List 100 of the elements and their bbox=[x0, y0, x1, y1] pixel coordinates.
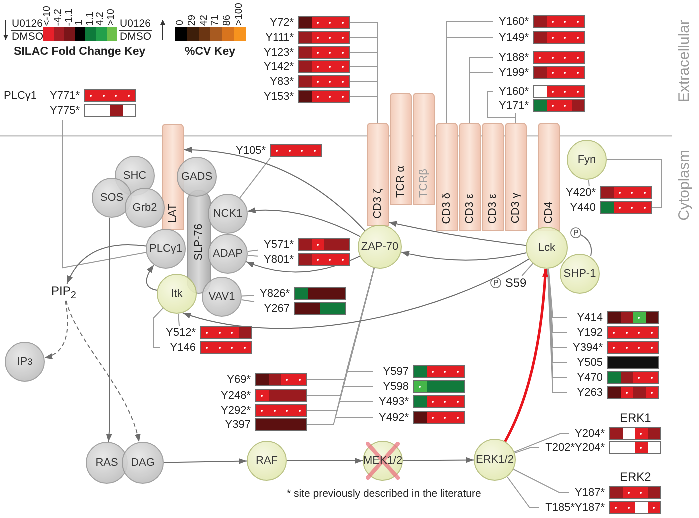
legend-label: 1.1 bbox=[84, 12, 96, 26]
protein-circle: ADAP bbox=[208, 234, 248, 274]
leader-line bbox=[514, 434, 570, 453]
site-label: Y826* bbox=[259, 287, 290, 301]
site-label: Y440 bbox=[569, 201, 596, 215]
site-label: Y123* bbox=[263, 46, 294, 60]
protein-label: ERK1 bbox=[620, 411, 652, 425]
protein-circle: ZAP-70 bbox=[358, 225, 402, 269]
protein-circle: Grb2 bbox=[125, 188, 165, 228]
site-label: Y267 bbox=[263, 302, 290, 316]
site-label: S59 bbox=[503, 276, 529, 290]
site-label: Y420* bbox=[565, 186, 596, 200]
dashed-arrow bbox=[44, 300, 68, 359]
leader-line bbox=[506, 476, 540, 508]
leader-line bbox=[548, 268, 568, 318]
protein-label: MEK1/2 bbox=[363, 455, 403, 467]
leader-line bbox=[241, 300, 255, 302]
site-label: Y105* bbox=[235, 144, 266, 158]
protein-circle: GADS bbox=[177, 157, 217, 197]
site-label: Y248* bbox=[220, 389, 251, 403]
arrow bbox=[504, 268, 548, 442]
key-title: %CV Key bbox=[185, 46, 236, 58]
site-label: Y160* bbox=[498, 15, 529, 29]
legend-label: >100 bbox=[234, 3, 246, 26]
arrow bbox=[146, 264, 158, 291]
site-label: Y775* bbox=[49, 104, 80, 118]
leader-line bbox=[62, 120, 147, 269]
site-label: Y394* bbox=[572, 341, 603, 355]
arrow bbox=[184, 147, 366, 232]
site-label: T202*Y204* bbox=[544, 441, 605, 455]
site-label: Y492* bbox=[378, 411, 409, 425]
leader-line bbox=[513, 469, 570, 494]
arrow bbox=[247, 208, 361, 238]
protein-circle: Fyn bbox=[567, 140, 607, 180]
leader-line bbox=[470, 72, 494, 124]
arrow bbox=[66, 244, 147, 284]
site-label: Y171* bbox=[498, 99, 529, 113]
protein-circle: DAG bbox=[122, 442, 164, 484]
site-label: Y146 bbox=[169, 341, 196, 355]
site-label: Y187* bbox=[574, 486, 605, 500]
ratio-label: DMSO bbox=[11, 31, 44, 43]
site-label: Y571* bbox=[263, 238, 294, 252]
protein-circle: NCK1 bbox=[208, 194, 248, 234]
protein-circle: SHP-1 bbox=[560, 254, 600, 294]
protein-label: ERK2 bbox=[620, 470, 652, 484]
leader-line bbox=[446, 38, 494, 124]
ratio-label: DMSO bbox=[119, 31, 152, 43]
site-label: Y263 bbox=[576, 386, 603, 400]
site-label: Y72* bbox=[269, 16, 294, 30]
leader-line bbox=[240, 158, 272, 199]
site-label: Y505 bbox=[576, 356, 603, 370]
membrane-protein: CD3 ε bbox=[459, 123, 481, 231]
site-label: Y771* bbox=[49, 89, 80, 103]
legend-label: 86 bbox=[222, 14, 234, 26]
site-label: Y204* bbox=[574, 427, 605, 441]
key-title: SILAC Fold Change Key bbox=[14, 46, 146, 58]
legend-label: 1 bbox=[74, 20, 86, 26]
site-label: T185*Y187* bbox=[544, 501, 605, 515]
arrow bbox=[106, 217, 112, 443]
site-label: Y414 bbox=[576, 311, 603, 325]
site-label: Y292* bbox=[220, 404, 251, 418]
legend-label: 4.2 bbox=[95, 12, 107, 26]
leader-line bbox=[247, 255, 258, 257]
protein-circle: RAF bbox=[247, 441, 287, 481]
leader-line bbox=[178, 313, 180, 326]
membrane-protein: TCRβ bbox=[413, 93, 435, 205]
leader-line bbox=[242, 295, 254, 297]
site-label: Y801* bbox=[263, 253, 294, 267]
compartment-label: Cytoplasm bbox=[676, 150, 693, 221]
compartment-label: Extracellular bbox=[676, 20, 693, 103]
leader-line bbox=[350, 96, 378, 124]
protein-circle: Lck bbox=[526, 227, 568, 269]
site-label: Y83* bbox=[269, 75, 294, 89]
site-label: Y111* bbox=[264, 31, 294, 45]
legend-label: -4.2 bbox=[52, 8, 65, 26]
site-label: Y192 bbox=[576, 326, 603, 340]
legend-label: 0 bbox=[174, 20, 187, 26]
legend-label: 42 bbox=[198, 14, 210, 26]
site-label: Y598 bbox=[382, 380, 409, 394]
site-label: Y397 bbox=[224, 418, 251, 432]
site-label: Y69* bbox=[226, 373, 251, 387]
site-label: Y160* bbox=[498, 85, 529, 99]
legend-label: <-10 bbox=[42, 6, 54, 26]
site-label: Y493* bbox=[378, 395, 409, 409]
leader-line bbox=[334, 268, 375, 418]
dashed-arrow bbox=[66, 300, 140, 443]
arrow bbox=[388, 221, 527, 246]
site-label: Y512* bbox=[165, 326, 196, 340]
legend-label: 71 bbox=[210, 14, 222, 26]
membrane-protein: CD3 ε bbox=[482, 123, 504, 231]
legend-label: 29 bbox=[186, 14, 199, 26]
legend-label: >10 bbox=[106, 9, 118, 26]
membrane-protein: CD3 γ bbox=[505, 123, 527, 231]
site-label: Y470 bbox=[576, 371, 603, 385]
arrow bbox=[164, 458, 248, 464]
leader-line bbox=[548, 268, 568, 348]
site-label: Y149* bbox=[498, 31, 529, 45]
arrow bbox=[402, 457, 474, 464]
leader-line bbox=[588, 179, 590, 186]
membrane-protein: CD3 ζ bbox=[367, 123, 389, 226]
